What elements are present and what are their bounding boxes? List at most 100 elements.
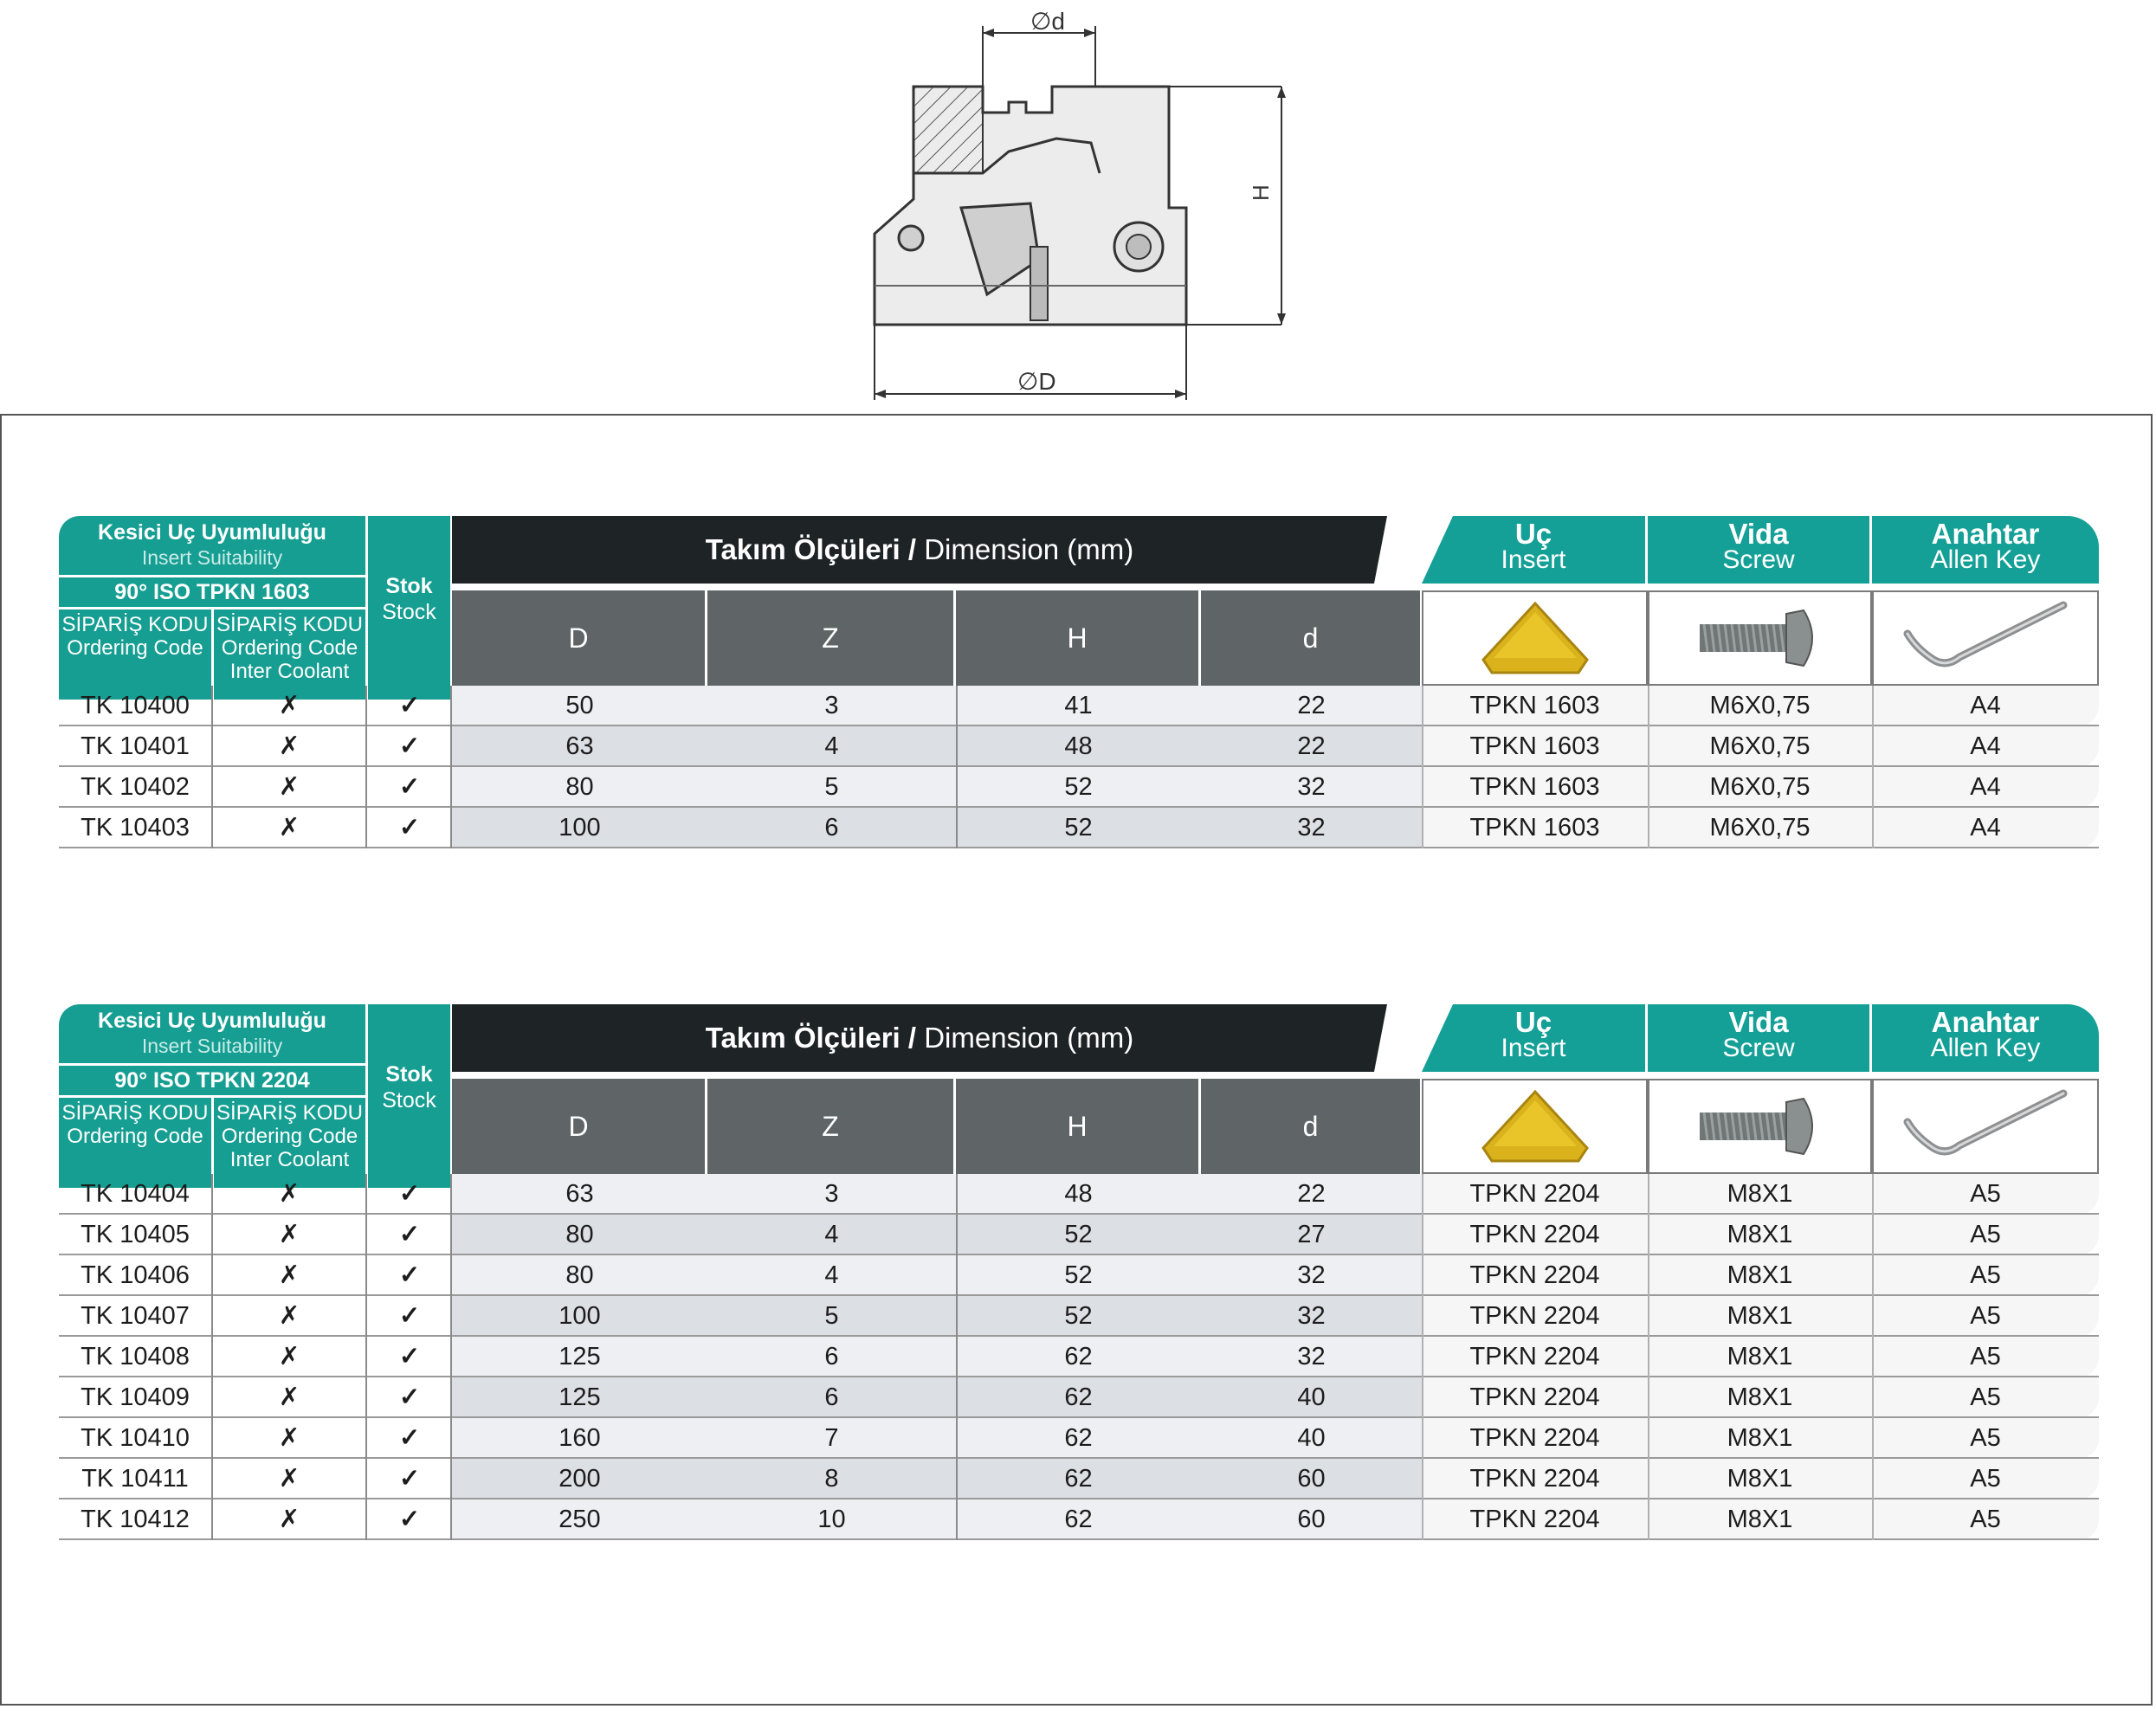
allen-key-cell: A5 xyxy=(1970,1465,2001,1493)
allen-key-header-en: Allen Key xyxy=(1930,545,2041,574)
dim-D-cell: 63 xyxy=(565,1180,594,1208)
row-dimension-band xyxy=(452,1499,1422,1540)
row-divider xyxy=(59,1294,2099,1296)
dimension-col-label: H xyxy=(1067,622,1088,654)
row-tail-band xyxy=(1422,1215,2099,1255)
screw-header-en: Screw xyxy=(1722,1034,1795,1062)
insert-cell: TPKN 2204 xyxy=(1469,1383,1600,1411)
coolant-cell: ✗ xyxy=(278,1383,300,1411)
insert-cell: TPKN 2204 xyxy=(1469,1424,1600,1452)
screw-header-tr: Vida xyxy=(1728,1006,1789,1038)
row-dimension-band xyxy=(452,1418,1422,1459)
allen-key-cell: A5 xyxy=(1970,1180,2001,1208)
dimension-col-d: d xyxy=(1201,1079,1420,1174)
dim-H-cell: 62 xyxy=(1064,1383,1093,1411)
ordering-code-cell: TK 10407 xyxy=(81,1302,190,1330)
ordering-code-cell: TK 10400 xyxy=(81,692,190,719)
dim-Z-cell: 6 xyxy=(824,814,839,842)
inter-coolant-label: Inter Coolant xyxy=(229,1148,350,1171)
row-divider xyxy=(59,1538,2099,1540)
column-separator xyxy=(450,686,452,848)
allen-key-icon xyxy=(1903,601,2068,667)
column-separator xyxy=(956,1174,958,1540)
row-tail-band xyxy=(1422,1459,2099,1499)
dimension-col-label: d xyxy=(1302,622,1319,654)
screw-cell: M6X0,75 xyxy=(1709,732,1811,760)
row-tail-band xyxy=(1422,1377,2099,1418)
allen-key-cell: A4 xyxy=(1970,773,2001,801)
dim-Z-cell: 4 xyxy=(824,1221,839,1248)
insert-header-tr: Uç xyxy=(1514,518,1552,550)
insert-suitability-title: Kesici Uç Uyumluluğu xyxy=(98,1009,326,1033)
coolant-cell: ✗ xyxy=(278,1424,300,1452)
screw-cell: M6X0,75 xyxy=(1709,814,1811,842)
ordering-code-en: Ordering Code xyxy=(67,636,203,660)
row-tail-band xyxy=(1422,1255,2099,1296)
stock-cell: ✓ xyxy=(398,1343,421,1370)
dim-Z-cell: 6 xyxy=(824,1383,839,1411)
screw-cell: M8X1 xyxy=(1727,1383,1793,1411)
coolant-cell: ✗ xyxy=(278,1221,300,1248)
row-dimension-band xyxy=(452,1215,1422,1255)
stock-cell: ✓ xyxy=(398,773,421,801)
row-tail-band xyxy=(1422,808,2099,848)
insert-cell: TPKN 1603 xyxy=(1469,814,1600,842)
insert-cell: TPKN 2204 xyxy=(1469,1180,1600,1208)
dimension-col-H: H xyxy=(956,1079,1198,1174)
stock-tr: Stok xyxy=(385,574,433,598)
dimension-col-D: D xyxy=(452,590,705,686)
dimension-col-label: D xyxy=(568,1111,589,1142)
row-dimension-band xyxy=(452,1377,1422,1418)
label-D: ∅D xyxy=(1017,368,1056,395)
inter-coolant-label: Inter Coolant xyxy=(229,660,350,683)
insert-cell: TPKN 2204 xyxy=(1469,1465,1600,1493)
ordering-code-cell: TK 10401 xyxy=(81,732,190,760)
screw-icon xyxy=(1699,609,1813,667)
content-frame xyxy=(0,414,2153,1706)
dim-D-cell: 80 xyxy=(565,773,594,801)
ordering-code-cell: TK 10403 xyxy=(81,814,190,842)
row-dimension-band xyxy=(452,1255,1422,1296)
coolant-cell: ✗ xyxy=(278,773,300,801)
screw-icon xyxy=(1699,1097,1813,1156)
dim-d-cell: 32 xyxy=(1297,1343,1326,1370)
column-separator xyxy=(211,1174,213,1540)
dim-H-cell: 48 xyxy=(1064,1180,1093,1208)
insert-header-en: Insert xyxy=(1501,1034,1566,1062)
dim-H-cell: 48 xyxy=(1064,732,1093,760)
row-divider xyxy=(59,1335,2099,1337)
iso-label: 90° ISO TPKN 1603 xyxy=(59,577,365,607)
dim-H-cell: 52 xyxy=(1064,1261,1093,1289)
dimension-col-label: D xyxy=(568,622,589,654)
allen-key-cell: A4 xyxy=(1970,814,2001,842)
dim-D-cell: 100 xyxy=(558,814,601,842)
allen-key-header-en: Allen Key xyxy=(1930,1034,2041,1062)
screw-cell: M8X1 xyxy=(1727,1180,1793,1208)
dimension-col-Z: Z xyxy=(707,590,953,686)
dim-Z-cell: 4 xyxy=(824,732,839,760)
insert-image-cell xyxy=(1422,590,1648,686)
row-dimension-band xyxy=(452,686,1422,726)
row-tail-band xyxy=(1422,1418,2099,1459)
label-H: H xyxy=(1248,184,1274,201)
dim-d-cell: 40 xyxy=(1297,1383,1326,1411)
dim-H-cell: 62 xyxy=(1064,1343,1093,1370)
allen-key-icon xyxy=(1903,1089,2068,1156)
dim-D-cell: 250 xyxy=(558,1506,601,1533)
dimension-col-label: H xyxy=(1067,1111,1088,1142)
row-tail-band xyxy=(1422,686,2099,726)
allen-key-header-tr: Anahtar xyxy=(1931,1006,2040,1038)
allen-key-cell: A5 xyxy=(1970,1302,2001,1330)
dim-d-cell: 32 xyxy=(1297,1261,1326,1289)
coolant-cell: ✗ xyxy=(278,1465,300,1493)
